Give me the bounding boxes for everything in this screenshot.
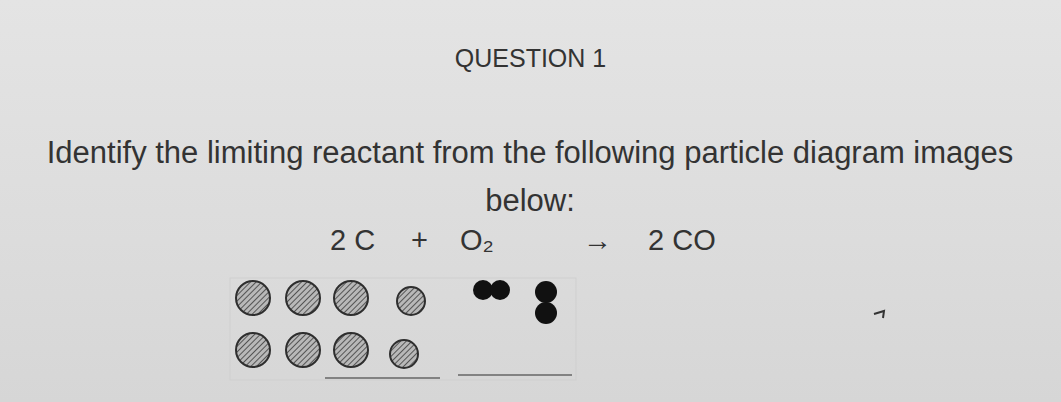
carbon-atoms (236, 281, 425, 368)
diagram-frame (230, 278, 576, 380)
equation-term: O₂ (460, 224, 494, 257)
equation-term: 2 CO (648, 224, 716, 257)
question-heading: QUESTION 1 (0, 44, 1061, 73)
stray-mark (874, 311, 884, 318)
oxygen-molecules (473, 280, 557, 324)
plus-sign: + (411, 224, 428, 257)
equation-term: 2 C (330, 224, 375, 257)
instruction-text: Identify the limiting reactant from the … (30, 129, 1030, 225)
reaction-arrow: → (583, 224, 612, 257)
answer-blank (458, 374, 572, 376)
answer-blank (325, 377, 440, 379)
